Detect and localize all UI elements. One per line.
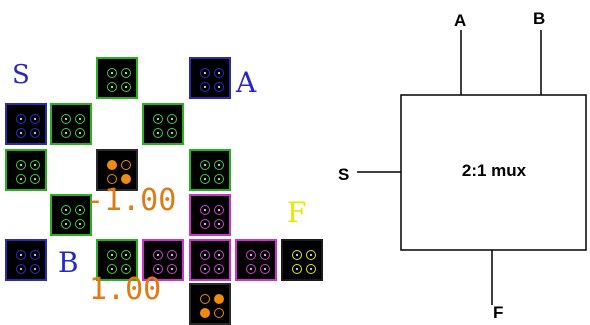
value-upper: -1.00 [86,183,177,218]
orange-tile [96,149,138,191]
green-tile [50,194,92,236]
magenta-tile [189,194,231,236]
label-a: A [236,66,257,99]
yellow-tile-f [281,239,323,281]
green-tile [5,149,47,191]
green-tile [142,103,184,145]
mux-title: 2:1 mux [462,161,527,180]
magenta-tile [189,239,231,281]
navy-tile-a [189,57,231,99]
label-s: S [12,60,30,90]
magenta-tile [142,239,184,281]
mux-box [400,94,587,251]
mux-select-label: S [338,165,349,184]
orange-tile [189,283,231,325]
mux-output-label: F [493,303,503,322]
value-lower: 1.00 [89,272,162,307]
label-f: F [287,196,307,229]
green-tile [50,103,92,145]
green-tile [96,239,138,281]
mux-input-b-label: B [533,9,545,28]
mux-input-a-label: A [454,11,466,30]
magenta-tile [235,239,277,281]
label-b: B [58,246,79,279]
green-tile [189,149,231,191]
navy-tile-b [5,239,47,281]
mux-diagram: A B S F 2:1 mux [338,9,587,322]
navy-tile-s [5,103,47,145]
green-tile [96,57,138,99]
